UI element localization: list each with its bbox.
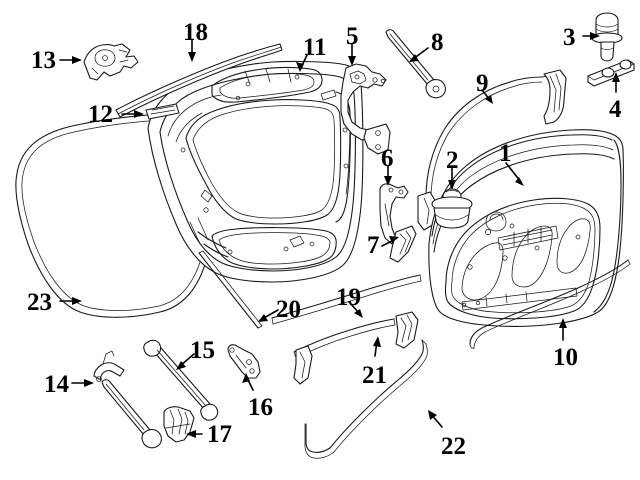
part-tailgate-hinge[interactable]: [340, 63, 391, 155]
callout-label-9[interactable]: 9: [476, 70, 489, 97]
part-gas-strut-with-bracket[interactable]: [93, 350, 162, 449]
callout-label-3[interactable]: 3: [563, 24, 576, 51]
part-side-seal-strip-right[interactable]: [271, 274, 422, 325]
part-tailgate-outer-panel[interactable]: [428, 129, 624, 327]
part-lower-tailgate-seal[interactable]: [469, 259, 631, 349]
callout-label-15[interactable]: 15: [190, 337, 215, 364]
callout-label-18[interactable]: 18: [183, 19, 208, 46]
callout-label-6[interactable]: 6: [381, 145, 394, 172]
part-reinforcement-strip[interactable]: [145, 103, 180, 120]
callout-label-7[interactable]: 7: [367, 232, 380, 259]
callout-label-10[interactable]: 10: [553, 344, 578, 371]
part-upper-weatherstrip-seal[interactable]: [417, 69, 567, 231]
callout-label-4[interactable]: 4: [609, 96, 622, 123]
callout-label-16[interactable]: 16: [248, 394, 273, 421]
part-seal-corner-piece[interactable]: [389, 225, 417, 263]
callout-label-14[interactable]: 14: [44, 371, 69, 398]
part-tailgate-opening-seal[interactable]: [304, 339, 428, 459]
callout-leaders: [59, 32, 620, 438]
callout-label-12[interactable]: 12: [88, 101, 113, 128]
callout-label-21[interactable]: 21: [362, 362, 387, 389]
part-left-hinge-cover[interactable]: [379, 183, 409, 245]
part-wedge-guide-block[interactable]: [163, 406, 195, 443]
part-hinge-bracket-small[interactable]: [227, 344, 261, 379]
callout-label-8[interactable]: 8: [431, 29, 444, 56]
callout-label-11[interactable]: 11: [303, 34, 327, 61]
callout-label-20[interactable]: 20: [276, 296, 301, 323]
part-lower-seal-strip[interactable]: [293, 311, 419, 385]
callout-label-22[interactable]: 22: [441, 433, 466, 460]
callout-label-19[interactable]: 19: [336, 284, 361, 311]
callout-label-13[interactable]: 13: [31, 47, 56, 74]
callout-label-2[interactable]: 2: [446, 147, 459, 174]
part-roof-spoiler-trim-moulding[interactable]: [115, 43, 283, 118]
part-tailgate-inner-frame[interactable]: [147, 60, 364, 283]
part-striker-bracket-plate[interactable]: [587, 59, 635, 87]
part-grommet-bushing[interactable]: [431, 188, 473, 229]
callout-label-1[interactable]: 1: [499, 140, 512, 167]
callout-label-17[interactable]: 17: [207, 421, 232, 448]
part-gas-strut-support[interactable]: [385, 29, 446, 99]
part-lock-latch-mechanism[interactable]: [83, 43, 139, 81]
part-rubber-stop-buffer[interactable]: [591, 12, 623, 62]
part-gas-spring-damper[interactable]: [143, 339, 219, 421]
callout-label-5[interactable]: 5: [346, 23, 359, 50]
callout-label-23[interactable]: 23: [27, 289, 52, 316]
part-side-seal-strip-left[interactable]: [198, 250, 263, 329]
